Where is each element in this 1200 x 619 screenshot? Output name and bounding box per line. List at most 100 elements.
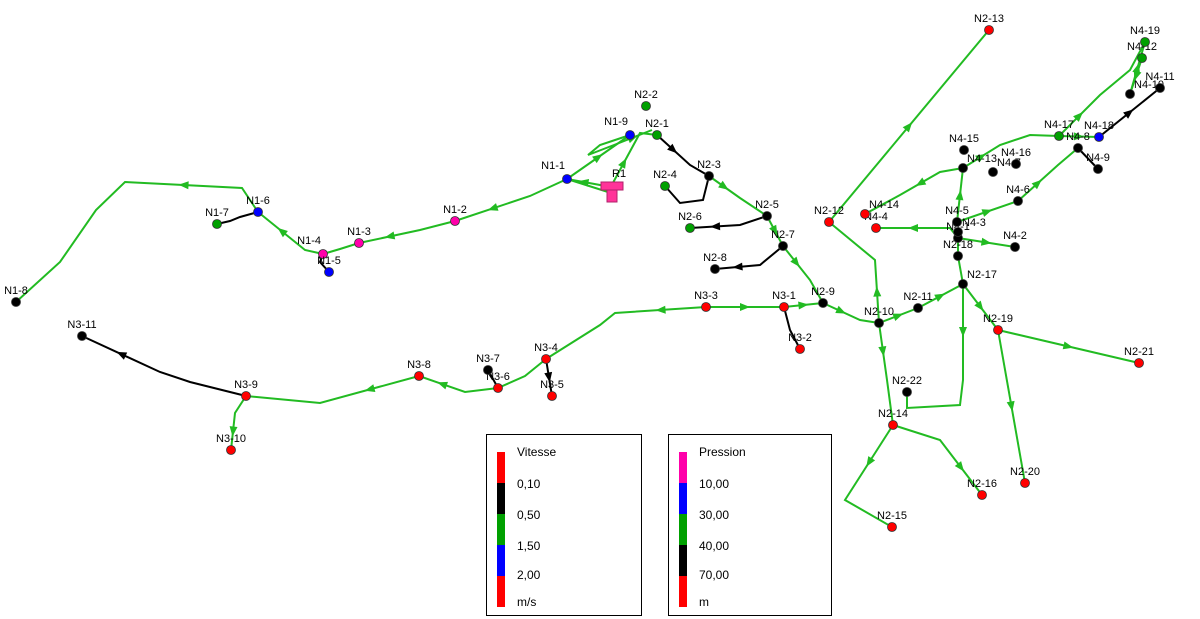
junction-node[interactable] [11,297,21,307]
pipe-link[interactable] [783,306,801,350]
junction-node[interactable] [641,101,651,111]
junction-node[interactable] [241,391,251,401]
junction-node[interactable] [212,219,222,229]
junction-node[interactable] [958,279,968,289]
junction-node[interactable] [953,251,963,261]
junction-node[interactable] [1011,159,1021,169]
pipe-link[interactable] [216,211,259,225]
junction-node[interactable] [860,209,870,219]
junction-node[interactable] [450,216,460,226]
junction-node[interactable] [547,391,557,401]
junction-node[interactable] [952,217,962,227]
junction-node[interactable] [959,145,969,155]
pipe-link[interactable] [714,245,784,270]
junction-node[interactable] [660,181,670,191]
junction-node[interactable] [414,371,424,381]
junction-node[interactable] [226,445,236,455]
junction-node[interactable] [824,217,834,227]
pipe-link[interactable] [497,358,547,389]
junction-node[interactable] [953,227,963,237]
junction-node[interactable] [874,318,884,328]
pipe-link[interactable] [257,211,324,255]
pressure-value-1: 10,00 [699,477,730,491]
junction-node[interactable] [1010,242,1020,252]
junction-node[interactable] [984,25,994,35]
junction-node[interactable] [625,130,635,140]
node-label: N3-10 [216,433,246,445]
junction-node[interactable] [818,298,828,308]
junction-node[interactable] [977,490,987,500]
flow-arrow-icon [364,384,376,392]
junction-node[interactable] [710,264,720,274]
node-label: N3-7 [476,353,500,365]
junction-node[interactable] [888,420,898,430]
pipe-link[interactable] [245,375,420,405]
junction-node[interactable] [1155,83,1165,93]
junction-node[interactable] [354,238,364,248]
junction-node[interactable] [562,174,572,184]
junction-node[interactable] [1134,358,1144,368]
pipe-link[interactable] [322,242,360,255]
junction-node[interactable] [704,171,714,181]
pipe-link[interactable] [418,375,499,394]
pressure-color-segment [679,514,687,545]
junction-node[interactable] [1140,37,1150,47]
pipe-link[interactable] [587,129,653,156]
reservoir-r1[interactable]: R1 [600,168,626,203]
pipe-link[interactable] [878,322,894,426]
junction-node[interactable] [958,163,968,173]
pipe-link[interactable] [689,215,768,229]
junction-node[interactable] [652,130,662,140]
pipe-link[interactable] [656,134,710,177]
junction-node[interactable] [318,249,328,259]
junction-node[interactable] [993,325,1003,335]
pressure-color-bar [679,452,687,607]
pipe-link[interactable] [906,284,964,410]
junction-node[interactable] [685,223,695,233]
pipe-link[interactable] [664,175,710,205]
pipe-link[interactable] [81,335,247,397]
junction-node[interactable] [1137,53,1147,63]
pipe-link[interactable] [828,221,880,324]
pipe-link[interactable] [230,395,247,451]
pipe-link[interactable] [708,175,768,217]
junction-node[interactable] [253,207,263,217]
junction-node[interactable] [887,522,897,532]
junction-node[interactable] [541,354,551,364]
junction-node[interactable] [913,303,923,313]
junction-node[interactable] [1054,131,1064,141]
node-label: N3-1 [772,290,796,302]
pipe-link[interactable] [15,180,259,303]
junction-node[interactable] [493,383,503,393]
node-label: N2-13 [974,13,1004,25]
junction-node[interactable] [1094,132,1104,142]
pipe-link[interactable] [454,178,568,222]
junction-node[interactable] [1073,143,1083,153]
junction-node[interactable] [1125,89,1135,99]
junction-node[interactable] [902,387,912,397]
junction-node[interactable] [988,167,998,177]
pipe-link[interactable] [843,424,894,528]
flow-arrow-icon [1132,63,1140,74]
junction-node[interactable] [778,241,788,251]
pipe-link[interactable] [545,306,707,360]
junction-node[interactable] [324,267,334,277]
junction-node[interactable] [1020,478,1030,488]
junction-node[interactable] [871,223,881,233]
pipe-link[interactable] [358,220,456,244]
junction-node[interactable] [77,331,87,341]
junction-node[interactable] [1093,164,1103,174]
junction-node[interactable] [483,365,493,375]
junction-node[interactable] [1013,196,1023,206]
junction-node[interactable] [795,344,805,354]
pipe-link[interactable] [822,302,880,324]
pipe-link[interactable] [892,424,983,496]
flow-arrow-icon [740,303,750,311]
pipe-link[interactable] [782,245,824,304]
pipe-link[interactable] [1017,147,1079,202]
node-label: N3-8 [407,359,431,371]
junction-node[interactable] [762,211,772,221]
junction-node[interactable] [701,302,711,312]
junction-node[interactable] [779,302,789,312]
